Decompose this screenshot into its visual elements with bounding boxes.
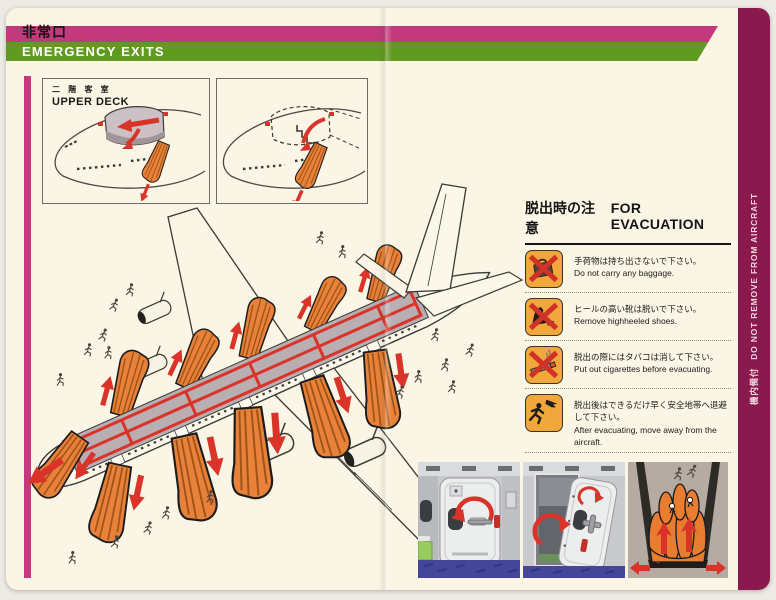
magenta-band (6, 26, 718, 42)
no-smoking-icon (525, 346, 563, 384)
spine-label: 機内備付 DO NOT REMOVE FROM AIRCRAFT (748, 193, 760, 405)
evacuation-item-move-away: 脱出後はできるだけ早く安全地帯へ退避して下さい。 After evacuatin… (525, 389, 731, 454)
item-text-en: After evacuating, move away from the air… (574, 424, 717, 447)
no-highheels-icon (525, 298, 563, 336)
tail (355, 183, 524, 317)
safety-card-spread: 非常口 EMERGENCY EXITS 二 階 客 室 UPPER DECK (6, 8, 770, 590)
page-title-english: EMERGENCY EXITS (22, 44, 165, 59)
evacuation-heading: 脱出時の注意 FOR EVACUATION (525, 198, 731, 245)
item-text-jp: ヒールの高い靴は脱いで下さい。 (574, 304, 702, 314)
upper-deck-label-en: UPPER DECK (52, 96, 130, 108)
door-handle-operation-photo (418, 462, 520, 578)
item-text-jp: 脱出の際にはタバコは消して下さい。 (574, 352, 719, 362)
spine-label-en: DO NOT REMOVE FROM AIRCRAFT (749, 193, 759, 360)
green-band (6, 42, 718, 61)
escape-route-arrow (265, 112, 334, 151)
door-opened-photo (523, 462, 625, 578)
item-text-jp: 脱出後はできるだけ早く安全地帯へ退避して下さい。 (574, 400, 727, 423)
item-text-en: Remove highheeled shoes. (574, 316, 678, 327)
item-text-jp: 手荷物は持ち出さないで下さい。 (574, 256, 702, 266)
left-accent-bar (24, 76, 31, 578)
747-evacuation-slides-overview (22, 183, 524, 565)
evacuation-item-cigarettes: 脱出の際にはタバコは消して下さい。 Put out cigarettes bef… (525, 341, 731, 389)
item-text-en: Do not carry any baggage. (574, 268, 675, 279)
upper-deck-label-jp: 二 階 客 室 (52, 85, 112, 94)
header-bands (6, 26, 718, 61)
upper-deck-escape-route-diagram (222, 106, 365, 201)
main-evacuation-illustration (14, 180, 554, 590)
evacuation-item-highheels: ヒールの高い靴は脱いで下さい。 Remove highheeled shoes. (525, 293, 731, 341)
upper-deck-panel-1: 二 階 客 室 UPPER DECK (42, 78, 210, 204)
item-text-en: Put out cigarettes before evacuating. (574, 364, 713, 375)
evacuation-heading-en: FOR EVACUATION (610, 200, 705, 232)
move-away-icon (525, 394, 563, 432)
nose-outline (222, 108, 365, 189)
upper-deck-panel-2 (216, 78, 368, 204)
evacuation-item-text: 脱出の際にはタバコは消して下さい。 Put out cigarettes bef… (574, 346, 718, 376)
page-title-japanese: 非常口 (22, 24, 67, 40)
exit-route-arrows (98, 112, 168, 149)
slide-descent-illustration (628, 462, 728, 578)
evacuation-item-text: ヒールの高い靴は脱いで下さい。 Remove highheeled shoes. (574, 298, 701, 328)
upper-deck-exit-diagram (54, 106, 206, 201)
fuselage (37, 271, 491, 488)
card-spine: 機内備付 DO NOT REMOVE FROM AIRCRAFT (738, 8, 770, 590)
evacuation-item-text: 手荷物は持ち出さないで下さい。 Do not carry any baggage… (574, 250, 701, 280)
no-baggage-icon (525, 250, 563, 288)
evacuation-heading-jp: 脱出時の注意 (525, 200, 595, 236)
upper-deck-label: 二 階 客 室 UPPER DECK (52, 84, 129, 108)
evacuation-item-text: 脱出後はできるだけ早く安全地帯へ退避して下さい。 After evacuatin… (574, 394, 731, 448)
spine-label-jp: 機内備付 (749, 367, 759, 405)
evacuation-item-baggage: 手荷物は持ち出さないで下さい。 Do not carry any baggage… (525, 245, 731, 293)
upper-deck-hump-dashed (270, 106, 362, 150)
center-fold (378, 8, 392, 590)
evacuation-notes-section: 脱出時の注意 FOR EVACUATION 手荷物は持ち出さないで下さい。 D (525, 198, 731, 454)
